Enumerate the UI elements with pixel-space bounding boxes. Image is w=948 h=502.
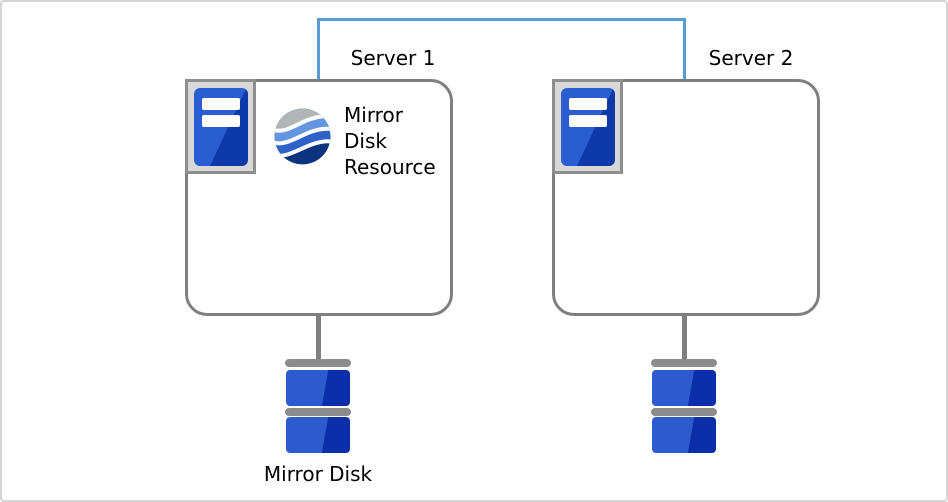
disk-platter <box>286 417 350 453</box>
disk-connector-line <box>316 313 321 361</box>
disk-platter <box>286 370 350 406</box>
interconnect-line <box>317 18 686 79</box>
mirror-disk-icon: Mirror Disk <box>264 313 372 493</box>
disk-cap <box>285 408 351 416</box>
disk-cap <box>651 408 717 416</box>
server-drive-bay-icon <box>202 115 240 127</box>
server-icon <box>185 79 256 174</box>
mirror-disk-resource: Mirror Disk Resource <box>274 102 444 180</box>
mirror-disk-icon <box>649 313 719 493</box>
server2-label: Server 2 <box>708 46 794 70</box>
server-tower-icon <box>194 88 248 166</box>
disk-platter <box>652 417 716 453</box>
server-drive-bay-icon <box>569 98 607 110</box>
disk-platter <box>652 370 716 406</box>
server1-label: Server 1 <box>350 46 436 70</box>
mirror-disk-label: Mirror Disk <box>263 462 373 486</box>
disk-cap <box>285 359 351 367</box>
server-drive-bay-icon <box>569 115 607 127</box>
mirror-disk-resource-icon <box>274 108 331 165</box>
disk-connector-line <box>682 313 687 361</box>
mirror-disk-resource-label: Mirror Disk Resource <box>344 103 436 179</box>
server-drive-bay-icon <box>202 98 240 110</box>
server-icon <box>552 79 623 174</box>
server-tower-icon <box>561 88 615 166</box>
disk-cap <box>651 359 717 367</box>
